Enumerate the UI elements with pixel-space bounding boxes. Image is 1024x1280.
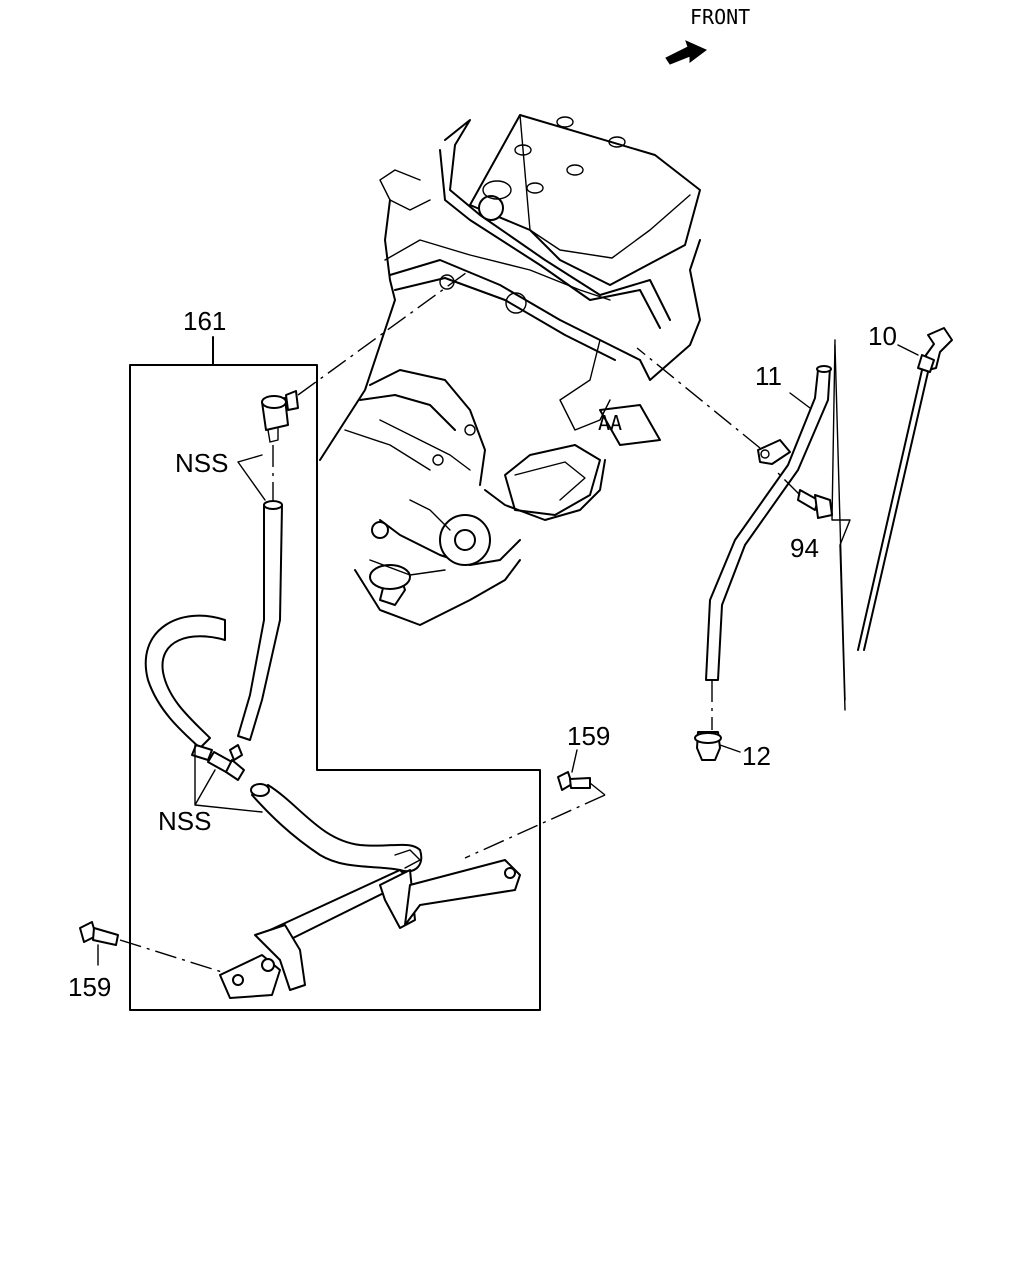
svg-text:AA: AA	[598, 411, 622, 435]
breather-pipe-bracket	[219, 849, 521, 999]
plug-12: 12	[694, 680, 771, 771]
callout-161: 161	[183, 306, 226, 336]
arrow-right-icon	[665, 40, 707, 65]
callout-94: 94	[790, 533, 819, 563]
breather-hose-upper	[237, 500, 283, 741]
bolt-159-left: 159	[68, 921, 223, 1002]
callout-11: 11	[755, 361, 782, 391]
breather-hose-curved	[144, 614, 226, 749]
pcv-fitting	[261, 390, 299, 500]
engine-assembly: AA	[319, 114, 701, 626]
nss-leaders: NSS NSS	[158, 448, 266, 836]
bolt-94: 94	[774, 469, 833, 563]
kit-161-box: 161	[129, 306, 541, 1011]
tee-connector	[191, 744, 245, 781]
bolt-159-right: 159	[464, 721, 610, 859]
callout-12: 12	[742, 741, 771, 771]
callout-10: 10	[868, 321, 897, 351]
front-indicator: FRONT	[665, 5, 750, 65]
callout-159-right: 159	[567, 721, 610, 751]
breather-hose-lower	[250, 783, 423, 873]
callout-159-left: 159	[68, 972, 111, 1002]
dipstick-10: 10	[857, 321, 953, 651]
callout-nss-top: NSS	[175, 448, 228, 478]
dipstick-tube: 11	[705, 339, 851, 711]
front-label: FRONT	[690, 5, 750, 29]
callout-nss-bottom: NSS	[158, 806, 211, 836]
